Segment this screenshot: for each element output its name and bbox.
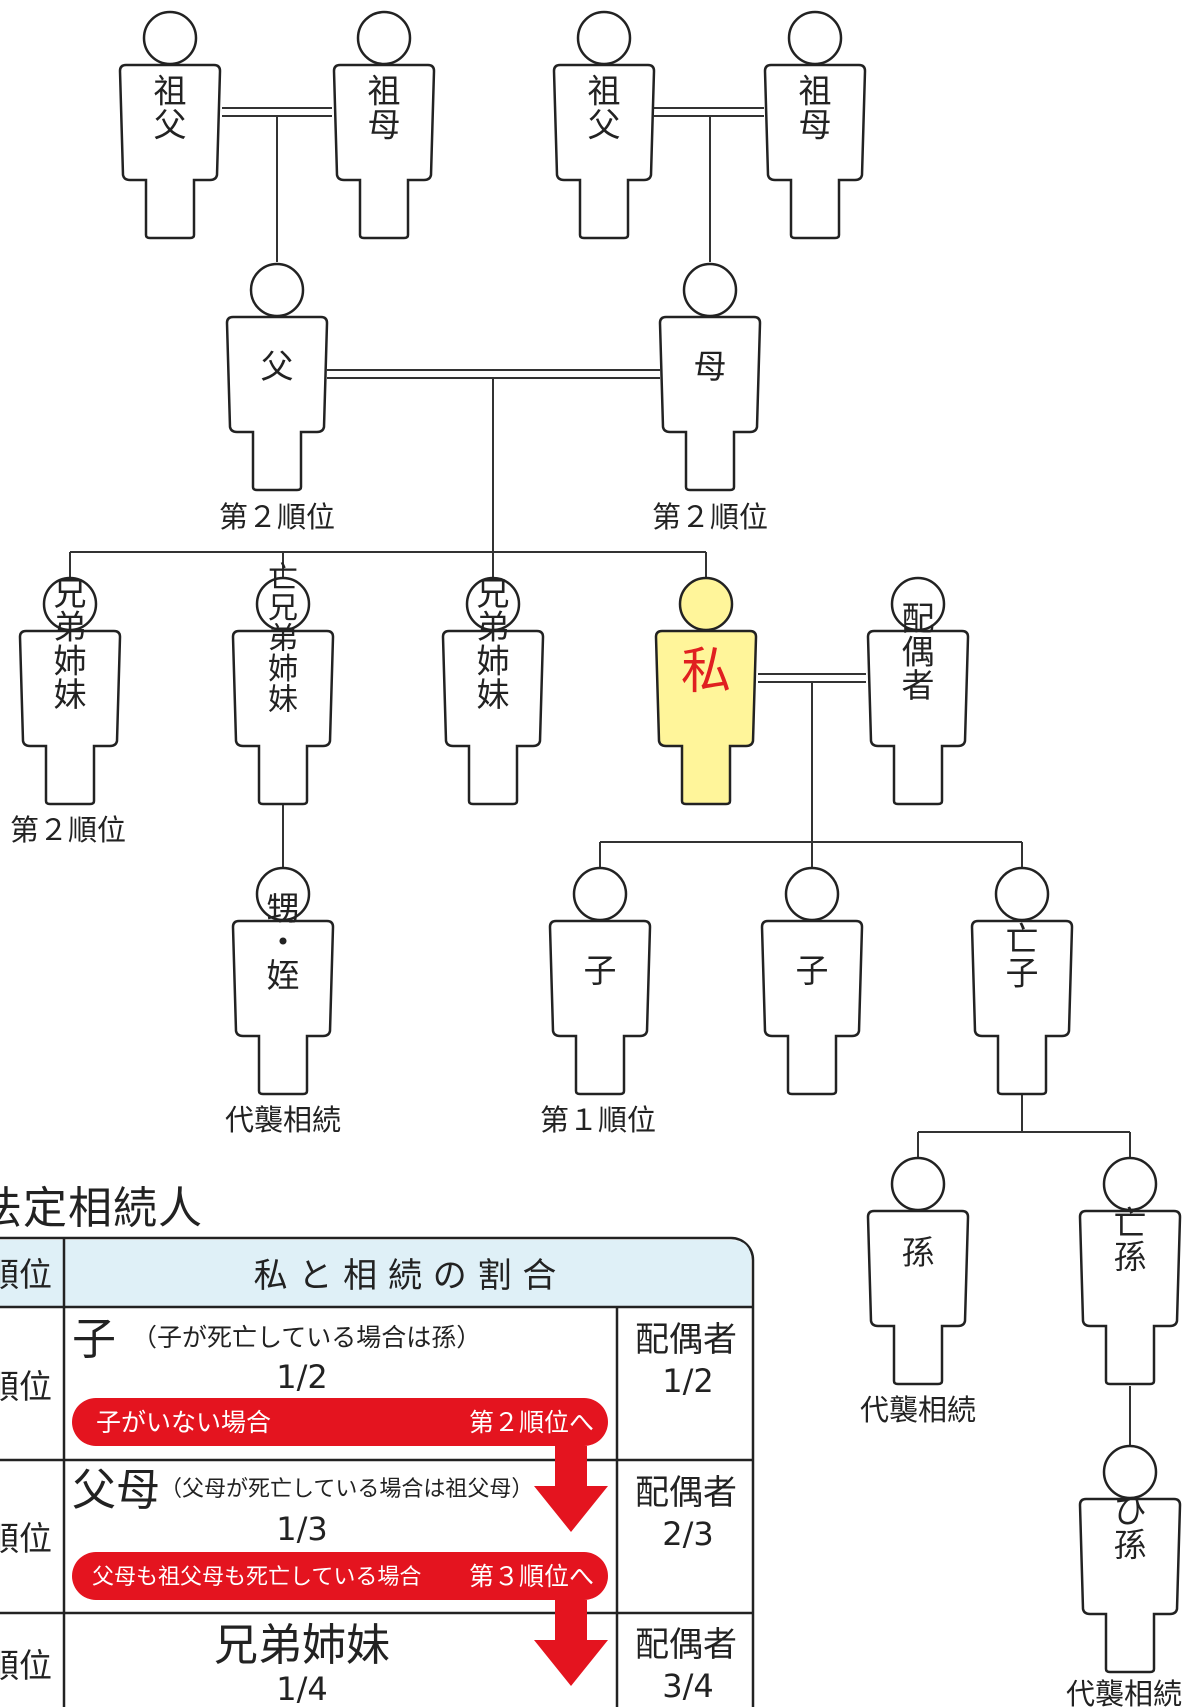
row-1-spouse-label: 配偶者: [635, 1320, 737, 1360]
row-3-rank: 第３順位: [0, 1646, 52, 1685]
row-2-spouse-label: 配偶者: [635, 1473, 737, 1513]
banner-1-right: 第２順位へ: [469, 1408, 594, 1437]
person-grandchild: 孫: [866, 1156, 970, 1386]
connector-lines: [69, 107, 1131, 1446]
person-great-grandchild: ひ孫: [1078, 1444, 1182, 1674]
person-mother: 母: [658, 262, 762, 492]
mother-label: 母: [694, 347, 727, 386]
person-grandfather-maternal: 祖父: [552, 10, 656, 240]
row-1-spouse-share: 1/2: [662, 1362, 714, 1400]
sibling-1-rank-label: 第２順位: [10, 813, 126, 847]
header-share: 私 と 相 続 の 割 合: [254, 1256, 557, 1296]
banner-1-left: 子がいない場合: [96, 1408, 271, 1437]
row-3-share: 1/4: [276, 1670, 328, 1707]
arrow-down-1-icon: [534, 1446, 608, 1532]
table-header-bg-left: [0, 1240, 64, 1307]
father-rank-label: 第２順位: [219, 500, 335, 534]
banner-no-parents: 父母も祖父母も死亡している場合 第３順位へ: [72, 1552, 608, 1600]
row-2-spouse-share: 2/3: [662, 1515, 714, 1553]
me-label: 私: [681, 642, 731, 700]
banner-no-children: 子がいない場合 第２順位へ: [72, 1398, 608, 1446]
table-grid: [0, 1238, 753, 1707]
banner-2-left: 父母も祖父母も死亡している場合: [92, 1565, 421, 1590]
child-1-rank-label: 第１順位: [540, 1103, 656, 1137]
mother-rank-label: 第２順位: [652, 500, 768, 534]
person-grandmother-maternal: 祖母: [763, 10, 867, 240]
father-label: 父: [261, 347, 294, 386]
nephew-niece-note: 代襲相続: [225, 1103, 341, 1137]
person-nephew-niece: 甥・姪: [231, 866, 335, 1096]
great-grandchild-note: 代襲相続: [1066, 1677, 1182, 1707]
spouse-label: 配偶者: [902, 599, 935, 705]
grandchild-note: 代襲相続: [860, 1393, 976, 1427]
header-rank: 順位: [0, 1255, 52, 1294]
sibling-1-label: 兄弟姉妹: [54, 574, 87, 714]
row-3-spouse-label: 配偶者: [635, 1625, 737, 1665]
deceased-child-label: 亡子: [1006, 920, 1039, 993]
deceased-sibling-label: 亡兄弟姉妹: [268, 560, 298, 717]
child-2-label: 子: [796, 951, 829, 990]
row-3-spouse-share: 3/4: [662, 1667, 714, 1705]
person-me: 私: [654, 576, 758, 806]
person-grandfather-paternal: 祖父: [118, 10, 222, 240]
great-grandchild-label: ひ孫: [1114, 1492, 1147, 1565]
person-child-1: 子: [548, 866, 652, 1096]
row-1-rank: 第１順位: [0, 1367, 52, 1406]
row-2-share: 1/3: [276, 1510, 328, 1548]
row-3-who: 兄弟姉妹: [214, 1620, 390, 1671]
arrow-down-2-icon: [534, 1600, 608, 1686]
grandfather-paternal-label: 祖父: [154, 72, 187, 145]
grandchild-label: 孫: [902, 1233, 935, 1272]
sibling-3-label: 兄弟姉妹: [477, 574, 510, 714]
person-grandmother-paternal: 祖母: [332, 10, 436, 240]
person-deceased-child: 亡子: [970, 866, 1074, 1096]
person-sibling-1: 兄弟姉妹: [18, 574, 122, 806]
banner-2-right: 第３順位へ: [469, 1562, 594, 1591]
row-1-who: 子: [72, 1314, 116, 1365]
row-2-who: 父母: [72, 1465, 160, 1516]
row-2-rank: 第２順位: [0, 1519, 52, 1558]
nephew-niece-label: 甥・姪: [267, 889, 300, 995]
person-child-2: 子: [760, 866, 864, 1096]
heading-legal-heirs: 法定相続人: [0, 1183, 203, 1234]
grandmother-maternal-label: 祖母: [799, 72, 832, 145]
person-sibling-3: 兄弟姉妹: [441, 574, 545, 806]
row-2-who-note: （父母が死亡している場合は祖父母）: [160, 1477, 533, 1502]
person-spouse: 配偶者: [866, 576, 970, 806]
child-1-label: 子: [584, 951, 617, 990]
row-1-who-note: （子が死亡している場合は孫）: [132, 1323, 481, 1352]
person-father: 父: [225, 262, 329, 492]
person-deceased-grandchild: 亡孫: [1078, 1156, 1182, 1386]
person-deceased-sibling: 亡兄弟姉妹: [231, 560, 335, 806]
grandmother-paternal-label: 祖母: [368, 72, 401, 145]
deceased-grandchild-label: 亡孫: [1114, 1204, 1147, 1277]
row-1-share: 1/2: [276, 1358, 328, 1396]
table-header-bg: [64, 1240, 751, 1307]
grandfather-maternal-label: 祖父: [588, 72, 621, 145]
